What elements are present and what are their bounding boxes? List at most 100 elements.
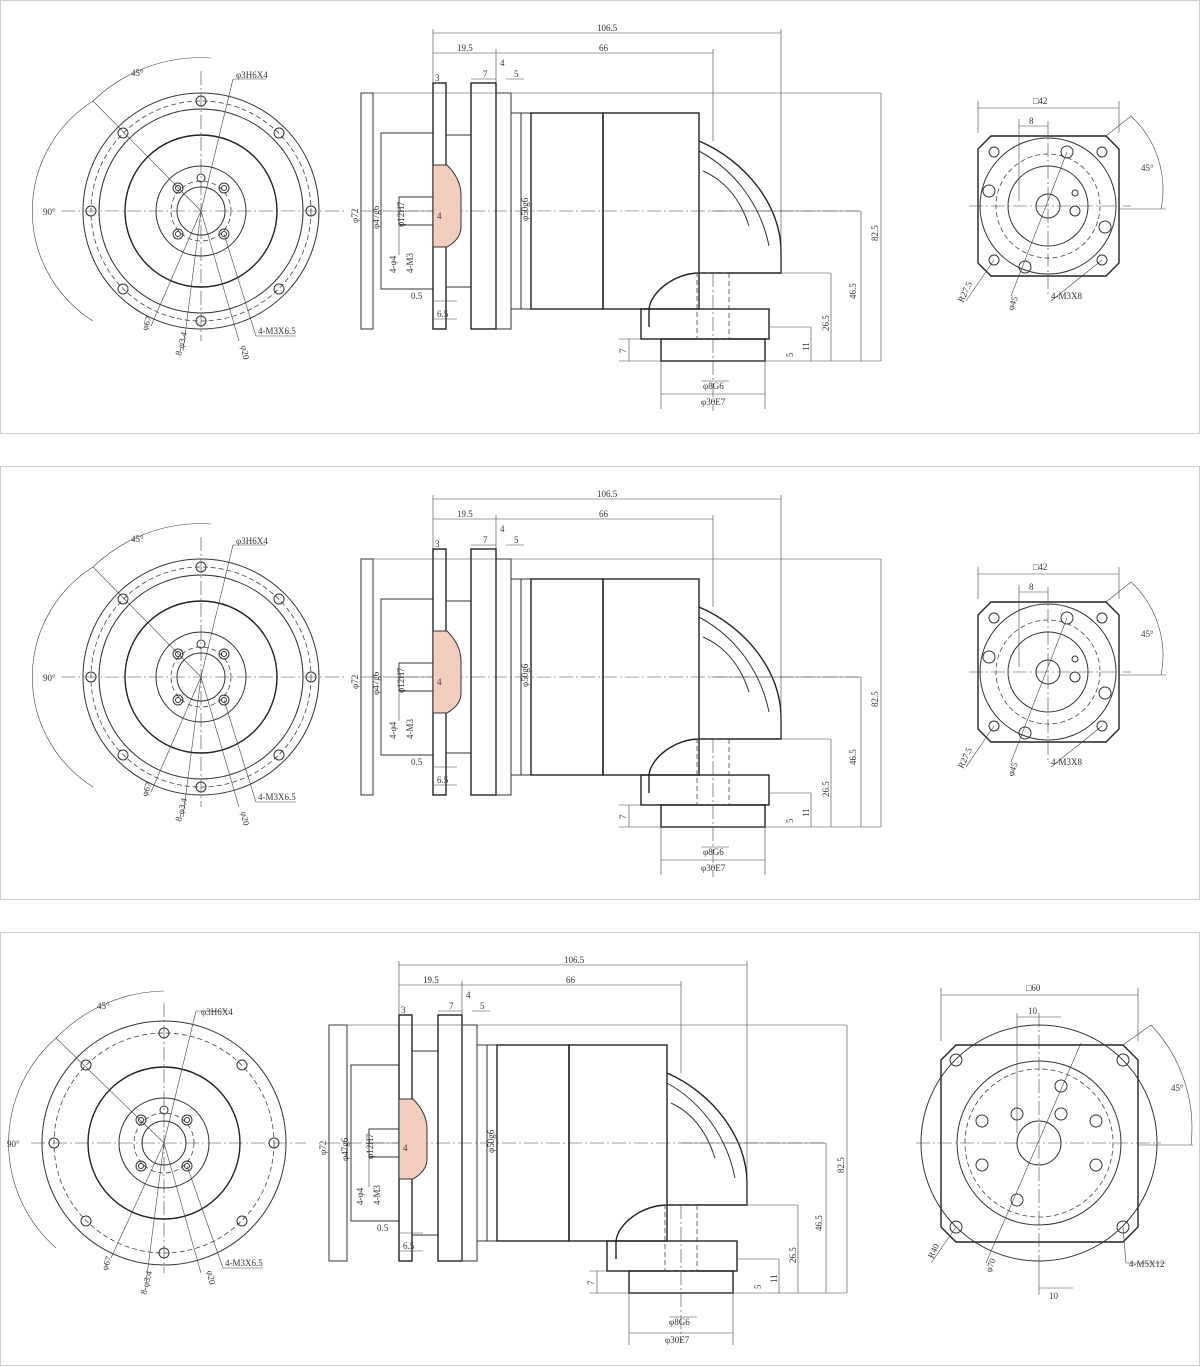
dim-5: 5 (480, 1001, 485, 1011)
dim-5b: 5 (785, 818, 795, 823)
dim-3: 3 (435, 539, 440, 549)
hole-spec-label: φ3H6X4 (236, 70, 268, 80)
end-view: □60 10 10 45° R40 φ70 4-M5X12 (916, 983, 1193, 1301)
dim-82-5: 82.5 (836, 1157, 846, 1173)
dim-4: 4 (466, 990, 471, 1000)
dim-dia47: φ47g6 (340, 1137, 350, 1161)
dim-4: 4 (500, 524, 505, 534)
dim-3: 3 (401, 1005, 406, 1015)
dim-total-length: 106.5 (597, 489, 618, 499)
dim-total-length: 106.5 (597, 23, 618, 33)
front-view: 45° 90° φ3H6X4 φ67 8-φ3.4 φ20 4-M3X6.5 (31, 57, 346, 361)
holes-label: 8-φ3.4 (138, 1269, 154, 1295)
dim-6-5: 6.5 (437, 775, 449, 785)
holes-label: 8-φ3.4 (173, 796, 189, 822)
dim-dia47: φ47g6 (371, 671, 381, 695)
holes-label: 8-φ3.4 (173, 330, 189, 356)
r-label: R27.5 (956, 279, 974, 303)
dia70-label: φ70 (983, 1256, 997, 1273)
dim-4-holes: 4-φ4 (388, 255, 398, 273)
square-label: □60 (1026, 983, 1041, 993)
dim-19-5: 19.5 (423, 975, 439, 985)
thread-label: 4-M3X6.5 (225, 1258, 263, 1268)
dim-4-holes: 4-φ4 (355, 1187, 365, 1205)
dim-66: 66 (566, 975, 576, 985)
dim-26-5: 26.5 (788, 1247, 798, 1263)
dim-26-5: 26.5 (821, 315, 831, 331)
dim-4: 4 (500, 58, 505, 68)
dim-dia12: φ12H7 (396, 667, 406, 693)
end-angle-label: 45° (1171, 1083, 1184, 1093)
end-view: □42 8 45° R27.5 φ45 4-M3X8 (956, 562, 1166, 778)
dim-dia8: φ8G6 (703, 847, 724, 857)
dim-82-5: 82.5 (870, 225, 880, 241)
dim-19-5: 19.5 (457, 43, 473, 53)
dim-dia47: φ47g6 (371, 205, 381, 229)
drawing-panel-2: 45° 90° φ3H6X4 φ67 8-φ3.4 φ20 4-M3X6.5 (0, 466, 1200, 900)
dim-dia8: φ8G6 (669, 1317, 690, 1327)
dim-total-length: 106.5 (564, 955, 585, 965)
dim-5: 5 (514, 69, 519, 79)
dim-5b: 5 (753, 1284, 763, 1289)
dim-82-5: 82.5 (870, 691, 880, 707)
dim-dia-mid: φ50g6 (486, 1129, 496, 1153)
dim-dia8: φ8G6 (703, 381, 724, 391)
dim-6-5: 6.5 (437, 309, 449, 319)
end-thread-label: 4-M5X12 (1129, 1259, 1165, 1269)
dim-0-5: 0.5 (411, 757, 423, 767)
dia-outer-label: φ67 (139, 780, 153, 797)
dim-dia72: φ72 (350, 675, 360, 689)
r-label: R27.5 (956, 745, 974, 769)
dim-dia30: φ30E7 (665, 1335, 690, 1345)
dim-7b: 7 (586, 1280, 596, 1285)
dim-11: 11 (801, 342, 811, 351)
dim-dia12: φ12H7 (365, 1133, 375, 1159)
front-view: 45° 90° φ3H6X4 φ67 8-φ3.4 φ20 4-M3X6.5 (7, 990, 306, 1296)
w10-label: 10 (1028, 1006, 1038, 1016)
dim-4b: 4 (403, 1143, 408, 1153)
dim-dia30: φ30E7 (701, 863, 726, 873)
dia-outer-label: φ67 (139, 314, 153, 331)
technical-drawing-svg-3: 45° 90° φ3H6X4 φ67 8-φ3.4 φ20 4-M3X6.5 (7, 955, 1193, 1345)
side-view: 106.5 19.5 66 3 7 4 5 φ72 φ47g6 φ12H7 4 … (350, 23, 882, 411)
dim-66: 66 (599, 43, 609, 53)
drawing-panel-3: 45° 90° φ3H6X4 φ67 8-φ3.4 φ20 4-M3X6.5 (0, 932, 1200, 1366)
drawing-panel-1: 45° 90° φ3H6X4 φ67 8-φ3.4 φ20 4-M3X6.5 (0, 0, 1200, 434)
dim-0-5: 0.5 (377, 1223, 389, 1233)
dim-4-holes: 4-φ4 (388, 721, 398, 739)
dim-3: 3 (435, 73, 440, 83)
front-view: 45° 90° φ3H6X4 φ67 8-φ3.4 φ20 4-M3X6.5 (31, 523, 346, 827)
dim-4b: 4 (437, 677, 442, 687)
hole-spec-label: φ3H6X4 (236, 536, 268, 546)
end-thread-label: 4-M3X8 (1051, 757, 1082, 767)
dim-7: 7 (483, 69, 488, 79)
side-view: 106.5 19.5 66 3 7 4 5 φ72 φ47g6 φ12H7 4 … (318, 955, 848, 1345)
thread-label: 4-M3X6.5 (258, 326, 296, 336)
dim-dia12: φ12H7 (396, 201, 406, 227)
angle-45-label: 45° (97, 1001, 110, 1011)
square-label: □42 (1033, 96, 1047, 106)
hole-spec-label: φ3H6X4 (201, 1007, 233, 1017)
dim-11: 11 (769, 1274, 779, 1283)
dim-46-5: 46.5 (814, 1215, 824, 1231)
dim-5b: 5 (785, 352, 795, 357)
thread-label: 4-M3X6.5 (258, 792, 296, 802)
dim-6-5: 6.5 (403, 1241, 415, 1251)
end-thread-label: 4-M3X8 (1051, 291, 1082, 301)
dim-46-5: 46.5 (848, 283, 858, 299)
side-view: 106.5 19.5 66 3 7 4 5 φ72 φ47g6 φ12H7 4 … (350, 489, 882, 877)
dia45-label: φ45 (1005, 760, 1019, 777)
end-view: □42 8 45° R27.5 φ45 4-M3X8 (956, 96, 1166, 312)
dim-26-5: 26.5 (821, 781, 831, 797)
dim-dia72: φ72 (350, 209, 360, 223)
dim-0-5: 0.5 (411, 291, 423, 301)
dia-inner-label: φ20 (239, 345, 251, 361)
dim-7: 7 (483, 535, 488, 545)
dim-dia72: φ72 (318, 1141, 328, 1155)
dim-19-5: 19.5 (457, 509, 473, 519)
dim-dia-mid: φ50g6 (520, 197, 530, 221)
dia-inner-label: φ20 (239, 811, 251, 827)
end-angle-label: 45° (1141, 163, 1154, 173)
dim-46-5: 46.5 (848, 749, 858, 765)
dim-7b: 7 (618, 348, 628, 353)
